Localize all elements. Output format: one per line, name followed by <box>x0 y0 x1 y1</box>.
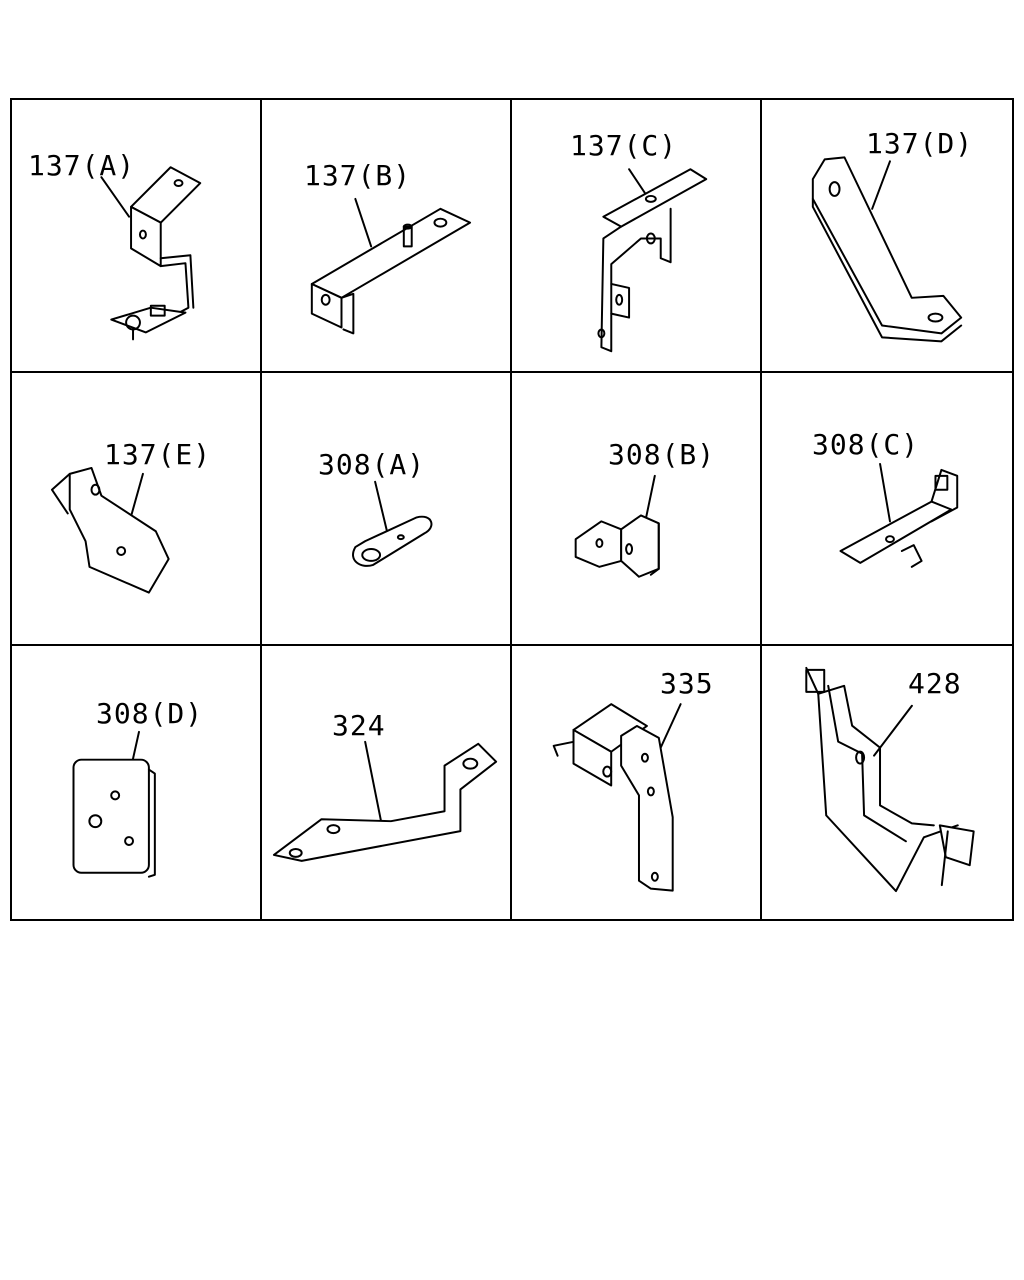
bracket-137b-drawing <box>310 197 472 335</box>
cell-335: 335 <box>512 646 762 919</box>
bracket-308d-drawing <box>72 730 156 878</box>
parts-grid: 137(A) 137(B) 137(C) <box>10 98 1014 921</box>
part-label-137b: 137(B) <box>304 159 412 192</box>
part-label-308c: 308(C) <box>812 428 920 461</box>
cell-137b: 137(B) <box>262 100 512 373</box>
bracket-335-drawing <box>552 703 682 892</box>
bracket-137d-drawing <box>811 156 963 343</box>
bracket-137e-drawing <box>50 466 170 594</box>
part-label-324: 324 <box>332 709 386 742</box>
part-label-308a: 308(A) <box>318 448 426 481</box>
cell-137c: 137(C) <box>512 100 762 373</box>
part-label-137a: 137(A) <box>28 149 136 182</box>
part-label-335: 335 <box>660 667 714 700</box>
part-label-137d: 137(D) <box>866 127 974 160</box>
part-label-308b: 308(B) <box>608 438 716 471</box>
bracket-324-drawing <box>272 740 498 862</box>
bracket-308a-drawing <box>352 480 433 567</box>
cell-324: 324 <box>262 646 512 919</box>
part-label-428: 428 <box>908 667 962 700</box>
bracket-137c-drawing <box>597 168 708 353</box>
cell-137e: 137(E) <box>12 373 262 646</box>
bracket-308b-drawing <box>574 474 660 578</box>
cell-308a: 308(A) <box>262 373 512 646</box>
cell-428: 428 <box>762 646 1012 919</box>
bracket-428-drawing <box>805 666 975 893</box>
part-label-137e: 137(E) <box>104 438 212 471</box>
cell-308b: 308(B) <box>512 373 762 646</box>
cell-137a: 137(A) <box>12 100 262 373</box>
bracket-308c-drawing <box>839 463 959 568</box>
part-label-137c: 137(C) <box>570 129 678 162</box>
part-label-308d: 308(D) <box>96 697 204 730</box>
bracket-137a-drawing <box>100 166 202 341</box>
cell-308d: 308(D) <box>12 646 262 919</box>
cell-137d: 137(D) <box>762 100 1012 373</box>
cell-308c: 308(C) <box>762 373 1012 646</box>
